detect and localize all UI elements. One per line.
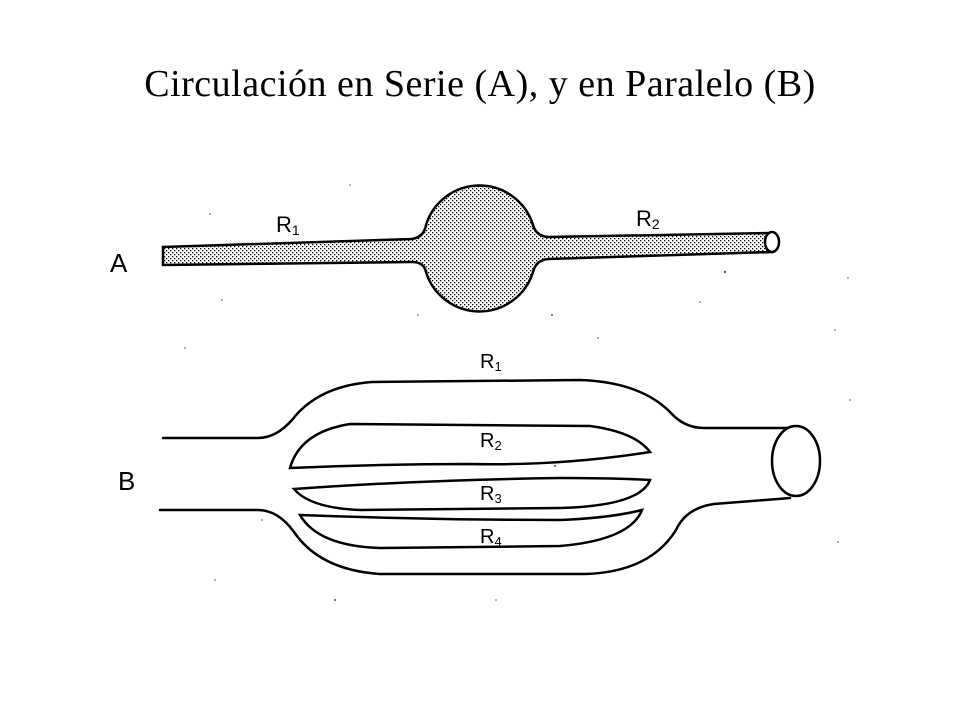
parallel-inlet-top	[161, 378, 792, 440]
series-vessel-opening	[763, 230, 781, 254]
parallel-r3-sub: 3	[494, 491, 501, 506]
parallel-outlet-opening	[770, 424, 822, 498]
parallel-r4-sub: 4	[494, 534, 501, 549]
series-label: A	[110, 248, 128, 278]
series-r1-label: R1	[276, 212, 300, 238]
parallel-r4-name: R	[480, 526, 494, 548]
parallel-r2-label: R2	[480, 430, 502, 453]
series-r1-sub: 1	[292, 222, 300, 238]
parallel-label: B	[118, 466, 135, 496]
branch-r3	[291, 476, 652, 512]
parallel-r2-name: R	[480, 430, 494, 452]
series-r1-name: R	[276, 212, 292, 237]
series-r2-name: R	[636, 206, 652, 231]
series-diagram	[161, 184, 781, 313]
branch-r4	[297, 508, 645, 550]
parallel-r1-name: R	[480, 351, 494, 373]
parallel-r4-label: R4	[480, 526, 502, 549]
parallel-r2-sub: 2	[494, 438, 501, 453]
parallel-inlet-bottom	[158, 496, 792, 576]
scan-noise	[184, 184, 851, 601]
parallel-diagram	[158, 378, 822, 576]
branch-r2	[288, 422, 653, 470]
parallel-r3-label: R3	[480, 483, 502, 506]
series-r2-label: R2	[636, 206, 660, 232]
parallel-r1-label: R1	[480, 351, 502, 374]
parallel-r1-sub: 1	[494, 359, 501, 374]
parallel-r3-name: R	[480, 483, 494, 505]
series-vessel	[161, 184, 774, 313]
series-r2-sub: 2	[652, 216, 660, 232]
slide-title: Circulación en Serie (A), y en Paralelo …	[144, 63, 816, 105]
